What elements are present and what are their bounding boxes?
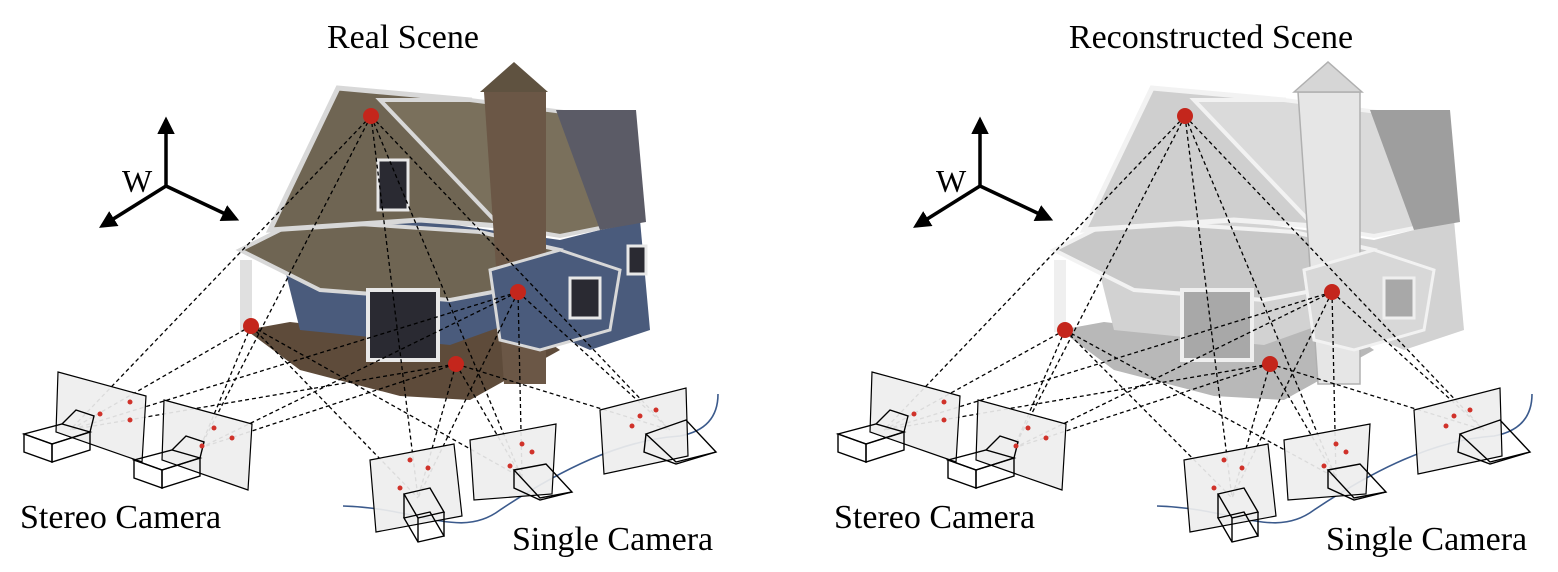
single-camera-label: Single Camera: [1326, 521, 1527, 558]
panel-real: Real Scene W: [20, 19, 719, 558]
stereo-camera-label: Stereo Camera: [20, 499, 221, 536]
single-camera-1: [369, 443, 463, 543]
stereo-camera-label: Stereo Camera: [834, 499, 1035, 536]
world-frame-label: W: [936, 163, 967, 199]
panel-reconstructed: Reconstructed Scene W: [834, 19, 1533, 558]
stereo-camera-left: [835, 371, 961, 463]
single-camera-1: [1183, 443, 1277, 543]
single-camera-2: [469, 423, 574, 501]
single-camera-3: [1413, 387, 1532, 475]
landmark-point-icon: [1057, 108, 1340, 372]
world-frame-label: W: [122, 163, 153, 199]
axis-arrows-icon: [913, 116, 1054, 228]
single-camera-2: [1283, 423, 1388, 501]
panel-title: Real Scene: [327, 19, 479, 56]
stereo-camera-right: [945, 399, 1067, 491]
stereo-camera-left: [21, 371, 147, 463]
single-camera-label: Single Camera: [512, 521, 713, 558]
axis-arrows-icon: [99, 116, 240, 228]
house-mesh: [1049, 60, 1464, 400]
panel-title: Reconstructed Scene: [1069, 19, 1353, 56]
stereo-camera-right: [131, 399, 253, 491]
house-textured: [235, 62, 650, 400]
single-camera-3: [599, 387, 718, 475]
landmark-point-icon: [243, 108, 526, 372]
